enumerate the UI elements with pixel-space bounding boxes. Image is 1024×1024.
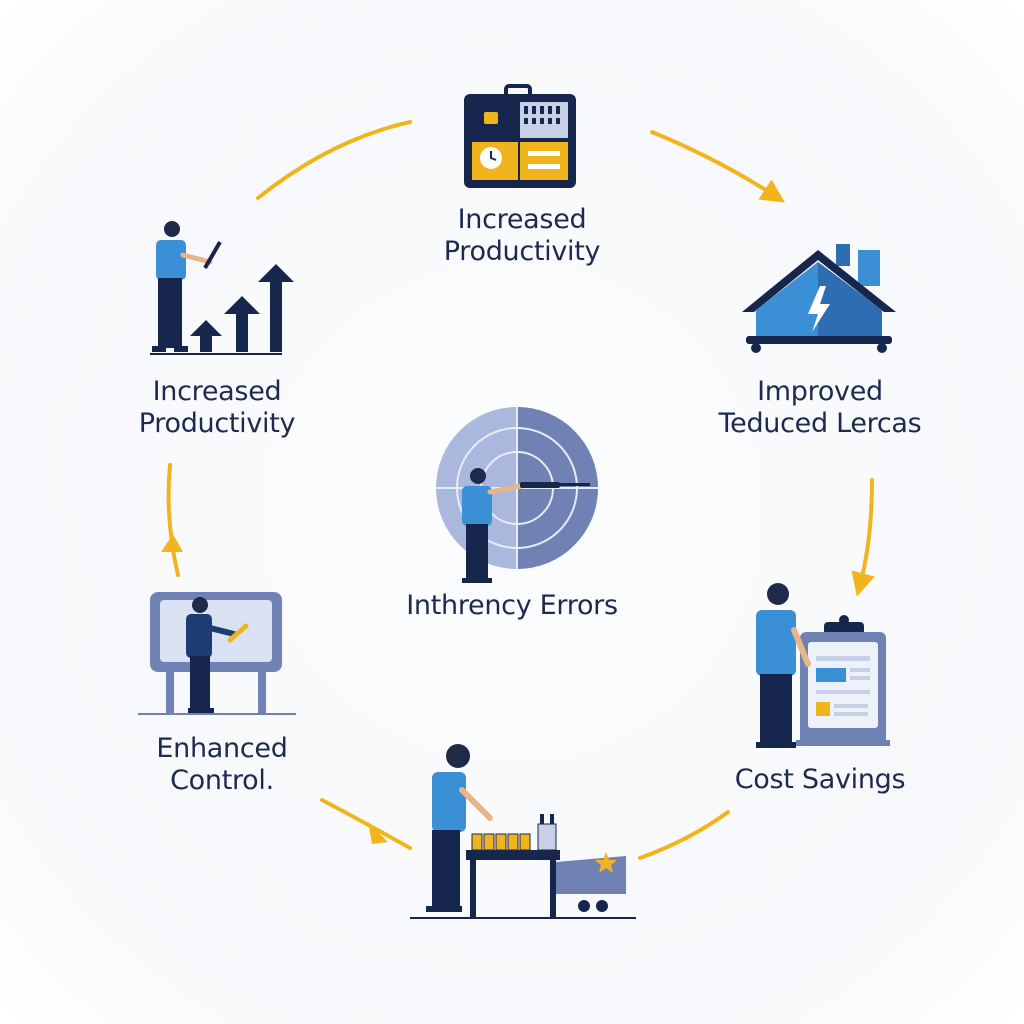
arrow-right — [851, 478, 875, 597]
arrow-left — [166, 463, 180, 577]
arrow-top-left — [256, 120, 412, 200]
label-center: Inthrency Errors — [392, 590, 632, 622]
arrowhead-left — [161, 534, 183, 552]
clipboard-clock-icon — [464, 84, 576, 188]
arrowhead-bottom-left — [368, 822, 388, 844]
label-bottom-right-line-1: Cost Savings — [734, 764, 906, 795]
worker-report-board-icon — [756, 583, 890, 748]
label-bottom-left-line-1: Enhanced — [156, 733, 288, 764]
arrow-bottom-right — [638, 810, 730, 860]
label-top: Increased Productivity — [412, 204, 632, 268]
cycle-arrows — [161, 120, 875, 860]
label-center-line-1: Inthrency Errors — [406, 590, 618, 621]
label-right: Improved Teduced Lercas — [700, 376, 940, 440]
worker-assembly-line-icon — [410, 744, 636, 919]
worker-whiteboard-icon — [138, 592, 296, 715]
label-left-line-1: Increased — [152, 376, 282, 407]
label-bottom-left: Enhanced Control. — [132, 733, 312, 797]
label-left-line-2: Productivity — [138, 408, 296, 439]
label-right-line-1: Improved — [757, 376, 883, 407]
worker-radar-icon — [436, 407, 598, 583]
label-top-line-1: Increased — [457, 204, 587, 235]
label-bottom-left-line-2: Control. — [170, 765, 274, 796]
arrow-bottom-left — [320, 798, 412, 850]
arrow-top-right — [650, 130, 786, 203]
label-left: Increased Productivity — [112, 376, 322, 440]
label-right-line-2: Teduced Lercas — [718, 408, 922, 439]
worker-growth-chart-icon — [150, 221, 294, 355]
label-bottom-right: Cost Savings — [720, 764, 920, 796]
house-bolt-icon — [742, 244, 896, 353]
label-top-line-2: Productivity — [443, 236, 601, 267]
